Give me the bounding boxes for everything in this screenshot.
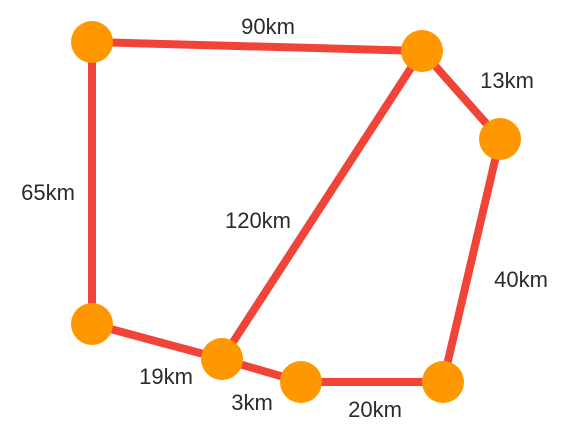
edge-label-e1: 90km	[241, 14, 295, 39]
nodes-layer	[71, 21, 521, 403]
edge-label-e3: 65km	[21, 180, 75, 205]
edge-label-e8: 20km	[348, 397, 402, 422]
node-n2	[401, 30, 443, 72]
edge-e4	[218, 47, 426, 363]
edge-e5	[439, 135, 504, 386]
node-n6	[280, 361, 322, 403]
edges-layer	[88, 38, 504, 386]
node-n1	[71, 21, 113, 63]
edge-label-e5: 40km	[494, 267, 548, 292]
edge-label-e4: 120km	[225, 208, 291, 233]
node-n4	[71, 303, 113, 345]
node-n5	[201, 338, 243, 380]
edge-label-e6: 19km	[139, 364, 193, 389]
node-n7	[422, 361, 464, 403]
edge-label-e2: 13km	[480, 68, 534, 93]
node-n3	[479, 118, 521, 160]
edge-label-e7: 3km	[231, 390, 273, 415]
edge-e6	[88, 320, 226, 363]
edge-e1	[88, 38, 426, 55]
labels-layer: 90km 13km 65km 120km 40km 19km 3km 20km	[21, 14, 548, 422]
